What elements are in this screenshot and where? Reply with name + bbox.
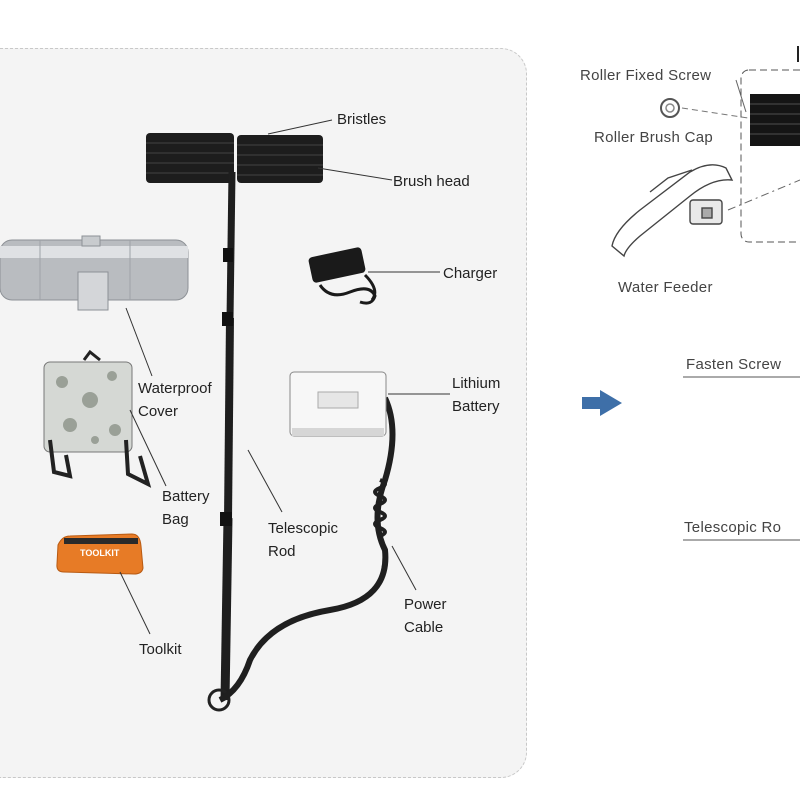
telescopic-rod-line1: Telescopic	[268, 520, 339, 537]
power-cable-line2: Cable	[404, 619, 444, 636]
roller-brush-cap-icon	[660, 98, 680, 118]
lithium-battery-line1: Lithium	[452, 375, 501, 392]
roller-fixed-screw-leader	[735, 79, 747, 113]
waterproof-cover-image	[0, 235, 189, 311]
cable-coil	[373, 478, 387, 538]
waterproof-cover-line2: Cover	[138, 403, 179, 420]
brush-head-label: Brush head	[393, 173, 470, 190]
cap-dashed-leader	[681, 107, 749, 119]
battery-bag-image	[43, 349, 152, 488]
battery-bag-line2: Bag	[162, 511, 189, 528]
toolkit-bag-text: TOOLKIT	[80, 548, 120, 558]
roller-brush-cap-label: Roller Brush Cap	[594, 129, 714, 146]
roller-brush-detail-image	[750, 94, 800, 146]
power-cable-line1: Power	[404, 596, 447, 613]
lithium-battery-label: Lithium Battery	[452, 372, 500, 418]
leader-lines	[119, 119, 450, 635]
telescopic-rod-line2: Rod	[268, 543, 296, 560]
battery-bag-label: Battery Bag	[162, 485, 210, 531]
toolkit-label: Toolkit	[139, 641, 182, 658]
feeder-dashed-leader	[727, 179, 800, 211]
lithium-battery-image	[289, 371, 387, 437]
power-cable-label: Power Cable	[404, 593, 447, 639]
roller-fixed-screw-label: Roller Fixed Screw	[580, 67, 712, 84]
telescopic-rod-image	[207, 171, 236, 712]
charger-label: Charger	[443, 265, 498, 282]
brush-head-image	[146, 133, 323, 183]
waterproof-cover-line1: Waterproof	[138, 380, 212, 397]
waterproof-cover-label: Waterproof Cover	[138, 377, 212, 423]
telescopic-rod-right-label: Telescopic Ro	[684, 519, 782, 536]
charger-image	[308, 247, 377, 305]
power-cable-image	[218, 396, 396, 703]
telescopic-rod-label: Telescopic Rod	[268, 517, 338, 563]
water-feeder-image	[611, 164, 734, 258]
battery-bag-line1: Battery	[162, 488, 210, 505]
arrow-right-icon	[582, 390, 622, 416]
bristles-label: Bristles	[337, 111, 387, 128]
roller-detail-box	[740, 69, 800, 243]
toolkit-image: TOOLKIT	[56, 533, 144, 575]
fasten-screw-label: Fasten Screw	[686, 356, 782, 373]
lithium-battery-line2: Battery	[452, 398, 500, 415]
water-feeder-label: Water Feeder	[618, 279, 713, 296]
